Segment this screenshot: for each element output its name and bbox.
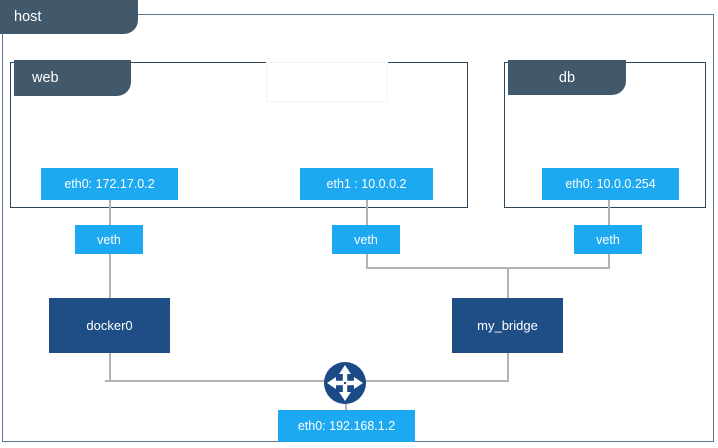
line-veth1-to-docker0 <box>109 254 111 298</box>
iface-web-eth1-label: eth1 : 10.0.0.2 <box>326 177 407 191</box>
line-host-bottom-bus <box>105 380 509 382</box>
iface-host-eth0[interactable]: eth0: 192.168.1.2 <box>278 410 415 442</box>
veth-my-bridge-db-label: veth <box>596 232 620 247</box>
bridge-my-bridge[interactable]: my_bridge <box>452 298 563 353</box>
bridge-docker0-label: docker0 <box>86 318 133 333</box>
host-title-tab: host <box>0 0 138 34</box>
line-web-eth0-to-veth1 <box>109 200 111 226</box>
iface-web-eth1[interactable]: eth1 : 10.0.0.2 <box>300 168 433 200</box>
router-icon[interactable] <box>323 361 367 405</box>
iface-db-eth0-label: eth0: 10.0.0.254 <box>565 177 656 191</box>
bridge-my-bridge-label: my_bridge <box>477 318 538 333</box>
container-web-title-tab: web <box>14 60 131 96</box>
iface-web-eth0[interactable]: eth0: 172.17.0.2 <box>41 168 178 200</box>
veth-docker0[interactable]: veth <box>75 225 143 254</box>
line-mid-bus-to-my-bridge <box>507 267 509 299</box>
veth-my-bridge-web-label: veth <box>354 232 378 247</box>
line-db-eth0-to-veth3 <box>608 200 610 226</box>
host-title-label: host <box>14 9 42 25</box>
container-db-title-tab: db <box>508 60 626 95</box>
line-veth2-drop <box>366 254 368 268</box>
iface-db-eth0[interactable]: eth0: 10.0.0.254 <box>542 168 679 200</box>
line-veth3-drop <box>608 254 610 268</box>
iface-web-eth0-label: eth0: 172.17.0.2 <box>64 177 155 191</box>
container-web-label: web <box>32 70 59 86</box>
container-db-label: db <box>558 69 576 86</box>
web-inner-placeholder-box <box>266 62 388 102</box>
bridge-docker0[interactable]: docker0 <box>49 298 170 353</box>
iface-host-eth0-label: eth0: 192.168.1.2 <box>297 419 396 433</box>
line-docker0-to-host-bus <box>109 353 111 380</box>
veth-my-bridge-web[interactable]: veth <box>332 225 400 254</box>
line-mid-bus <box>366 267 610 269</box>
line-web-eth1-to-veth2 <box>366 200 368 226</box>
veth-my-bridge-db[interactable]: veth <box>574 225 642 254</box>
veth-docker0-label: veth <box>97 232 121 247</box>
container-web <box>10 62 468 208</box>
line-my-bridge-to-host-bus <box>507 353 509 380</box>
